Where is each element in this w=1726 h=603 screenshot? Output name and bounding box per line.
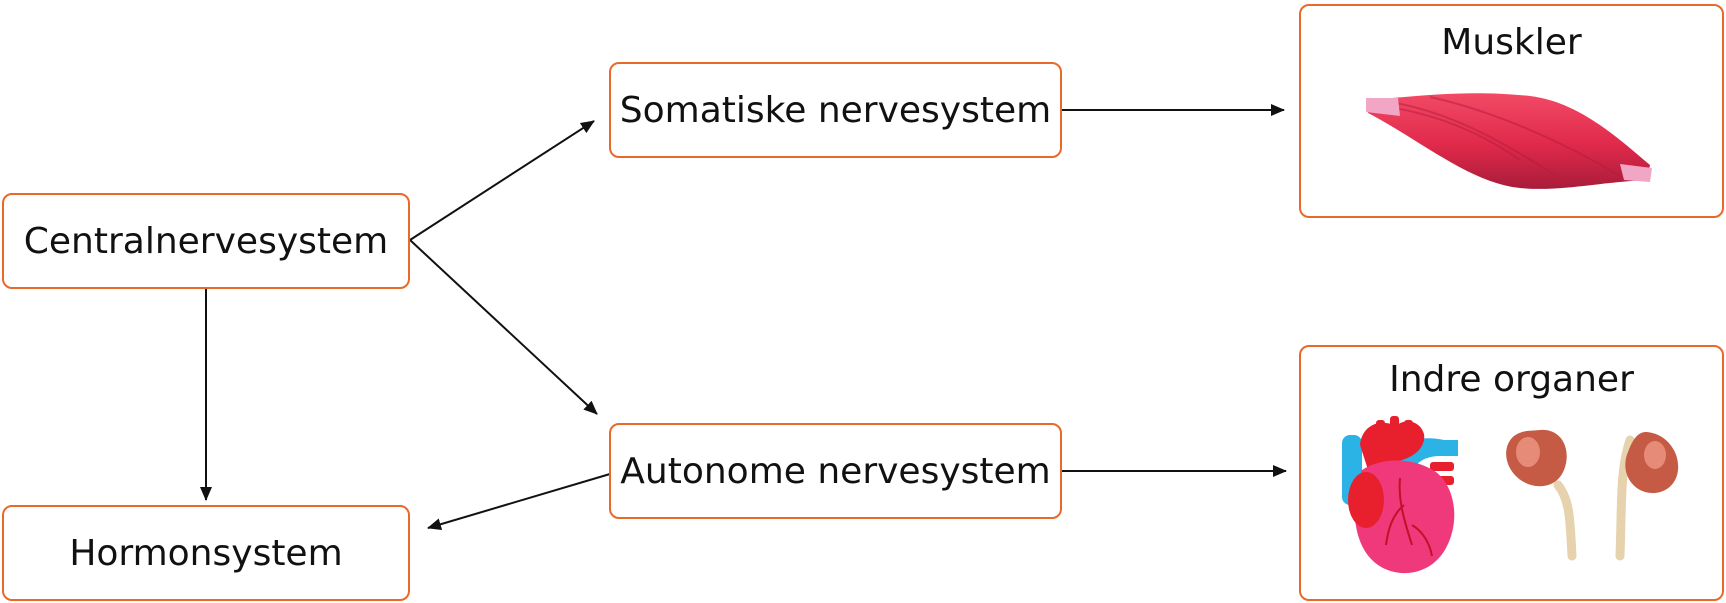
node-label: Hormonsystem — [69, 532, 343, 574]
node-label: Muskler — [1441, 22, 1582, 63]
node-muskler: Muskler — [1299, 4, 1724, 218]
node-label: Indre organer — [1389, 359, 1634, 400]
node-label: Autonome nervesystem — [620, 450, 1051, 492]
muscle-illustration — [1366, 93, 1652, 189]
node-autonome-nervesystem: Autonome nervesystem — [609, 423, 1062, 519]
kidney-illustration — [1506, 429, 1679, 561]
heart-illustration — [1342, 416, 1458, 574]
edge-autonomic-hormone — [427, 473, 611, 531]
node-indre-organer: Indre organer — [1299, 345, 1724, 601]
node-label: Centralnervesystem — [23, 220, 389, 262]
node-label: Somatiske nervesystem — [619, 89, 1052, 131]
node-hormonsystem: Hormonsystem — [2, 505, 410, 601]
edge-central-autonomic — [409, 239, 598, 415]
edge-central-somatic — [409, 120, 595, 241]
node-centralnervesystem: Centralnervesystem — [2, 193, 410, 289]
node-somatiske-nervesystem: Somatiske nervesystem — [609, 62, 1062, 158]
